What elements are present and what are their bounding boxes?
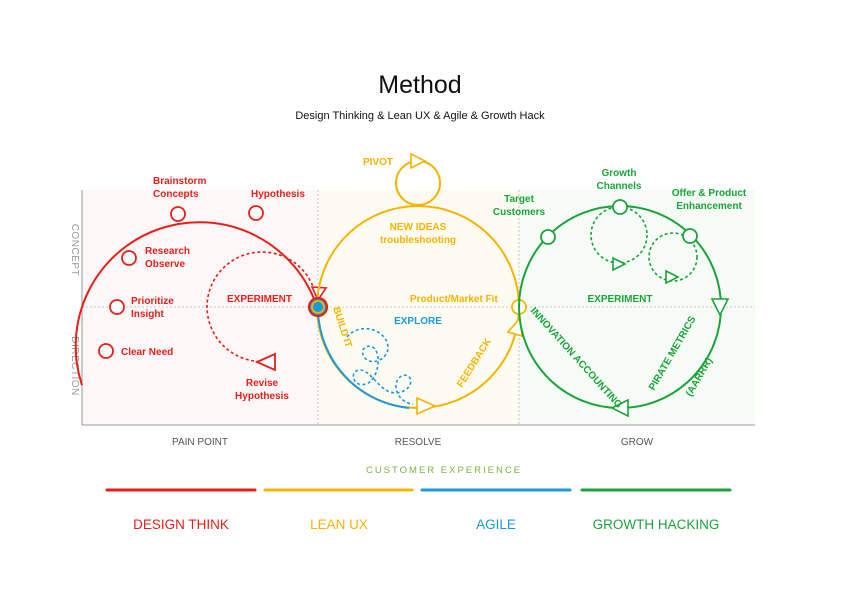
node-offer (682, 228, 698, 244)
label-new-ideas: NEW IDEAS (390, 222, 447, 233)
offer-loop (648, 232, 698, 282)
label-explore: EXPLORE (394, 316, 442, 327)
growth-channels-arrow (612, 256, 627, 272)
y-axis-concept: CONCEPT (69, 224, 80, 276)
label-prioritize: Prioritize (131, 296, 174, 307)
node-junction-build-ring (311, 300, 325, 314)
growth-bottom-arrow (610, 398, 629, 418)
offer-arrow (665, 269, 680, 285)
node-growth-channels (612, 199, 628, 215)
label-target: Target (504, 194, 534, 205)
lean-ux-bottom-arrow (416, 396, 437, 416)
label-pivot: PIVOT (363, 157, 393, 168)
node-brainstorm (170, 206, 186, 222)
label-revise-hypothesis: Hypothesis (235, 391, 289, 402)
customer-experience-label: CUSTOMER EXPERIENCE (366, 465, 522, 476)
node-clear-need (98, 343, 114, 359)
label-insight: Insight (131, 309, 164, 320)
label-clear-need: Clear Need (121, 347, 173, 358)
label-channels: Channels (596, 181, 641, 192)
growth-right-arrow (710, 298, 730, 317)
page-subtitle: Design Thinking & Lean UX & Agile & Grow… (295, 110, 545, 122)
pivot-arrow (410, 152, 427, 170)
experiment-loop-arrow (254, 352, 276, 372)
label-research: Research (145, 246, 190, 257)
legend-growth-hacking: GROWTH HACKING (593, 517, 720, 532)
node-hypothesis (248, 205, 264, 221)
label-enhancement: Enhancement (676, 201, 742, 212)
label-brainstorm: Brainstorm (153, 176, 206, 187)
resolve-zone (318, 190, 519, 425)
label-hypothesis: Hypothesis (251, 189, 305, 200)
y-axis-direction: DIRECTION (69, 336, 80, 396)
label-experiment-red: EXPERIMENT (227, 294, 292, 305)
label-troubleshooting: troubleshooting (380, 235, 456, 246)
label-concepts: Concepts (153, 189, 199, 200)
label-growth: Growth (602, 168, 637, 179)
label-revise: Revise (246, 378, 279, 389)
label-observe: Observe (145, 259, 185, 270)
page-title: Method (378, 71, 461, 99)
label-customers: Customers (493, 207, 546, 218)
label-offer: Offer & Product (672, 188, 747, 199)
x-label-pain-point: PAIN POINT (172, 437, 228, 448)
growth-channels-loop (590, 206, 648, 264)
label-experiment-green: EXPERIMENT (587, 294, 652, 305)
design-think-labels: Clear Need Prioritize Insight Research O… (121, 176, 305, 402)
agile-arc (317, 309, 410, 409)
legend-design-think: DESIGN THINK (133, 517, 229, 532)
node-target-customers (540, 229, 556, 245)
x-label-resolve: RESOLVE (395, 437, 442, 448)
legend-lean-ux: LEAN UX (310, 517, 368, 532)
node-research (121, 250, 137, 266)
legend-agile: AGILE (476, 517, 516, 532)
node-prioritize (109, 299, 125, 315)
x-label-grow: GROW (621, 437, 654, 448)
label-pmf: Product/Market Fit (410, 294, 498, 305)
